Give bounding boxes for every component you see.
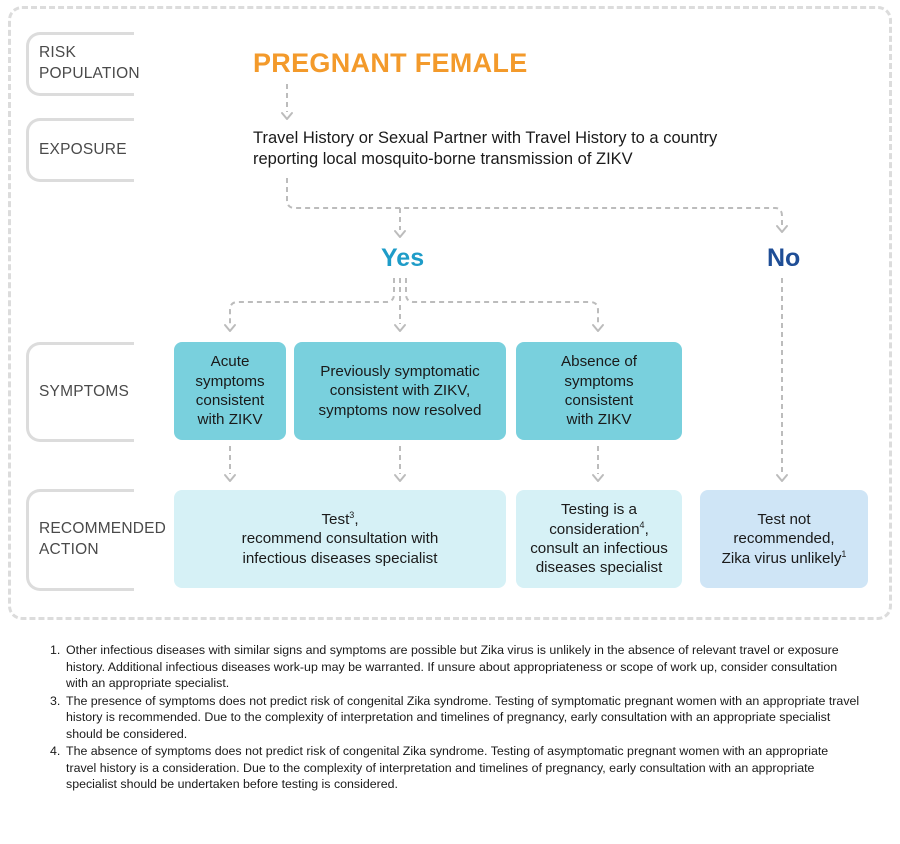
footnote-number: 1. bbox=[50, 643, 61, 657]
footnote-ref-3: 3 bbox=[349, 510, 355, 521]
action-test-line2: , recommend consultation with infectious… bbox=[241, 511, 439, 567]
risk-population-title: PREGNANT FEMALE bbox=[253, 48, 528, 78]
action-consider-line1: Testing is a consideration bbox=[549, 501, 640, 538]
row-label-exposure: EXPOSURE bbox=[26, 118, 134, 182]
footnote-text: The presence of symptoms does not predic… bbox=[66, 693, 860, 741]
footnote-number: 3. bbox=[50, 693, 61, 708]
footnote-number: 4. bbox=[50, 744, 61, 758]
footnote-item: 1. Other infectious diseases with similar… bbox=[50, 642, 860, 692]
footnote-item: 4. The absence of symptoms does not predi… bbox=[50, 743, 860, 793]
row-label-symptoms: SYMPTOMS bbox=[26, 342, 134, 442]
action-box-not-recommended: Test not recommended, Zika virus unlikel… bbox=[700, 490, 868, 588]
action-not-line1: Test not recommended, Zika virus unlikel… bbox=[721, 511, 842, 567]
symptom-box-previous: Previously symptomatic consistent with Z… bbox=[294, 342, 506, 440]
row-label-risk-population: RISK POPULATION bbox=[26, 32, 140, 96]
no-label: No bbox=[767, 244, 801, 272]
action-box-test: Test3, recommend consultation with infec… bbox=[174, 490, 506, 588]
footnote-text: Other infectious diseases with similar s… bbox=[66, 643, 839, 690]
footnote-item: 3. The presence of symptoms does not pred… bbox=[50, 693, 860, 743]
action-consider-line2: , consult an infectious diseases special… bbox=[530, 520, 668, 577]
yes-label: Yes bbox=[381, 244, 425, 272]
symptom-box-acute: Acute symptoms consistent with ZIKV bbox=[174, 342, 286, 440]
symptom-box-absence: Absence of symptoms consistent with ZIKV bbox=[516, 342, 682, 440]
exposure-text: Travel History or Sexual Partner with Tr… bbox=[253, 129, 718, 169]
action-test-line1: Test bbox=[321, 511, 350, 529]
diagram-frame bbox=[8, 6, 892, 620]
footnote-ref-4: 4 bbox=[639, 519, 645, 530]
footnote-ref-1: 1 bbox=[841, 548, 847, 559]
footnote-text: The absence of symptoms does not predict… bbox=[66, 744, 829, 791]
footnotes-list: 1. Other infectious diseases with similar… bbox=[50, 642, 860, 794]
action-box-consider: Testing is a consideration4, consult an … bbox=[516, 490, 682, 588]
